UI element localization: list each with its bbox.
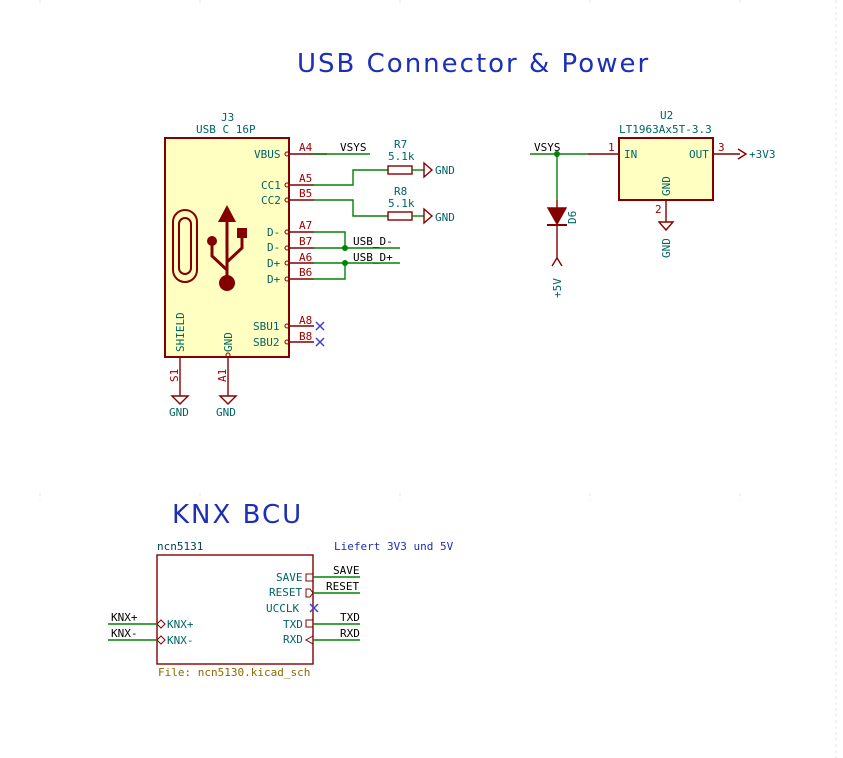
u2-pin-in-label: IN bbox=[624, 148, 637, 161]
wire-dplus-b6[interactable] bbox=[314, 263, 346, 280]
usb-c-connector-j3[interactable]: J3 USB C 16P VBUS CC1 CC2 D- D- D+ D+ SB… bbox=[164, 111, 327, 390]
net-label-save[interactable]: SAVE bbox=[333, 564, 360, 577]
sheet-pin-rxd[interactable]: RXD bbox=[283, 633, 314, 646]
usb-logo-icon bbox=[207, 205, 247, 291]
j3-pin-num-a4: A4 bbox=[299, 141, 313, 154]
j3-pin-num-a5: A5 bbox=[299, 172, 312, 185]
j3-pin-num-b7: B7 bbox=[299, 235, 312, 248]
j3-pin-dplus2-label: D+ bbox=[267, 273, 281, 286]
j3-pin-num-a1: A1 bbox=[216, 369, 229, 382]
u2-pin-gnd-label: GND bbox=[660, 176, 673, 196]
sheet-pin-txd-label: TXD bbox=[283, 618, 303, 631]
r7-value: 5.1k bbox=[388, 150, 415, 163]
gnd-label-a1: GND bbox=[216, 406, 236, 419]
power-symbol-5v: +5V bbox=[551, 256, 564, 298]
net-label-reset[interactable]: RESET bbox=[326, 580, 359, 593]
regulator-u2[interactable]: U2 LT1963Ax5T-3.3 IN OUT GND 1 3 2 bbox=[588, 109, 740, 222]
sheet-pin-save-label: SAVE bbox=[276, 571, 303, 584]
sheet-pin-ucclk[interactable]: UCCLK bbox=[266, 602, 299, 615]
net-label-vsys-j3[interactable]: VSYS bbox=[340, 141, 367, 154]
junction-d-minus bbox=[342, 245, 348, 251]
u2-body bbox=[618, 137, 714, 201]
gnd-symbol-r7: GND bbox=[423, 161, 455, 179]
j3-pin-num-a8: A8 bbox=[299, 314, 312, 327]
wire-cc1-r7[interactable] bbox=[314, 169, 388, 186]
sheet-pin-knx-minus-label: KNX- bbox=[167, 634, 194, 647]
resistor-r7[interactable]: R7 5.1k bbox=[387, 138, 415, 175]
sheet-pin-ucclk-label: UCCLK bbox=[266, 602, 299, 615]
j3-pin-num-a6: A6 bbox=[299, 251, 312, 264]
net-label-rxd[interactable]: RXD bbox=[340, 627, 360, 640]
net-label-usb-d-minus[interactable]: USB_D- bbox=[353, 235, 393, 248]
d6-ref: D6 bbox=[566, 211, 579, 224]
diode-d6[interactable]: D6 bbox=[546, 200, 579, 258]
sheet-pin-knx-plus[interactable]: KNX+ bbox=[156, 618, 194, 631]
u2-ref: U2 bbox=[660, 109, 673, 122]
resistor-r8[interactable]: R8 5.1k bbox=[387, 185, 415, 221]
net-label-vsys-u2[interactable]: VSYS bbox=[534, 141, 561, 154]
power-label-3v3: +3V3 bbox=[749, 148, 776, 161]
u2-pin1-num: 1 bbox=[608, 141, 615, 154]
wire-dminus-a7[interactable] bbox=[314, 231, 346, 248]
j3-pin-num-a7: A7 bbox=[299, 219, 312, 232]
j3-pin-dminus2-label: D- bbox=[267, 241, 280, 254]
no-connect-sbu2-icon bbox=[315, 337, 325, 347]
u2-pin-out-label: OUT bbox=[689, 148, 709, 161]
gnd-label-r8: GND bbox=[435, 211, 455, 224]
gnd-symbol-shield: GND bbox=[169, 390, 190, 419]
sheet-pin-reset[interactable]: RESET bbox=[269, 586, 314, 599]
gnd-symbol-u2: GND bbox=[657, 221, 675, 258]
no-connect-sbu1-icon bbox=[315, 321, 325, 331]
j3-pin-dminus1-label: D- bbox=[267, 226, 280, 239]
sheet-pin-reset-label: RESET bbox=[269, 586, 302, 599]
j3-pin-dplus1-label: D+ bbox=[267, 257, 281, 270]
j3-pin-cc2-label: CC2 bbox=[261, 194, 281, 207]
gnd-symbol-a1: GND bbox=[216, 390, 238, 419]
j3-pin-num-b6: B6 bbox=[299, 266, 312, 279]
net-label-usb-d-plus[interactable]: USB_D+ bbox=[353, 251, 393, 264]
wire-cc2-r8[interactable] bbox=[314, 199, 388, 217]
gnd-label-r7: GND bbox=[435, 164, 455, 177]
j3-pin-num-s1: S1 bbox=[168, 369, 181, 382]
usb-c-port-icon bbox=[172, 209, 198, 283]
sheet-pin-txd[interactable]: TXD bbox=[283, 618, 314, 631]
j3-pin-vbus-label: VBUS bbox=[254, 148, 281, 161]
j3-pin-sbu2-label: SBU2 bbox=[253, 336, 280, 349]
sheet-note: Liefert 3V3 und 5V bbox=[334, 540, 454, 553]
u2-pin3-num: 3 bbox=[718, 141, 725, 154]
sheet-pin-knx-plus-label: KNX+ bbox=[167, 618, 194, 631]
sheet-file: File: ncn5130.kicad_sch bbox=[158, 666, 310, 679]
j3-pin-shield-label: SHIELD bbox=[174, 312, 187, 352]
j3-pin-cc1-label: CC1 bbox=[261, 179, 281, 192]
power-label-5v: +5V bbox=[551, 278, 564, 298]
gnd-label-shield: GND bbox=[169, 406, 189, 419]
no-connect-ucclk-icon bbox=[309, 603, 319, 613]
j3-pin-sbu1-label: SBU1 bbox=[253, 320, 280, 333]
u2-value: LT1963Ax5T-3.3 bbox=[619, 123, 712, 136]
net-label-knx-plus[interactable]: KNX+ bbox=[111, 611, 138, 624]
net-label-txd[interactable]: TXD bbox=[340, 611, 360, 624]
junction-d-plus bbox=[342, 260, 348, 266]
j3-pin-num-b5: B5 bbox=[299, 187, 312, 200]
r8-value: 5.1k bbox=[388, 197, 415, 210]
sheet-pin-rxd-label: RXD bbox=[283, 633, 303, 646]
sheet-pin-knx-minus[interactable]: KNX- bbox=[156, 634, 194, 647]
gnd-label-u2: GND bbox=[660, 238, 673, 258]
usb-section-title: USB Connector & Power bbox=[297, 49, 650, 79]
gnd-symbol-r8: GND bbox=[423, 207, 455, 225]
net-label-knx-minus[interactable]: KNX- bbox=[111, 627, 138, 640]
j3-pin-num-b8: B8 bbox=[299, 330, 312, 343]
sheet-pin-save[interactable]: SAVE bbox=[276, 571, 314, 584]
sheet-name: ncn5131 bbox=[157, 540, 203, 553]
u2-pin2-num: 2 bbox=[655, 203, 662, 216]
knx-section-title: KNX BCU bbox=[172, 500, 303, 530]
r8-ref: R8 bbox=[394, 185, 407, 198]
power-symbol-3v3: +3V3 bbox=[737, 148, 776, 161]
j3-pin-gnd-label: GND bbox=[222, 332, 235, 352]
j3-value: USB C 16P bbox=[196, 123, 256, 136]
j3-ref: J3 bbox=[221, 111, 234, 124]
r7-ref: R7 bbox=[394, 138, 407, 151]
